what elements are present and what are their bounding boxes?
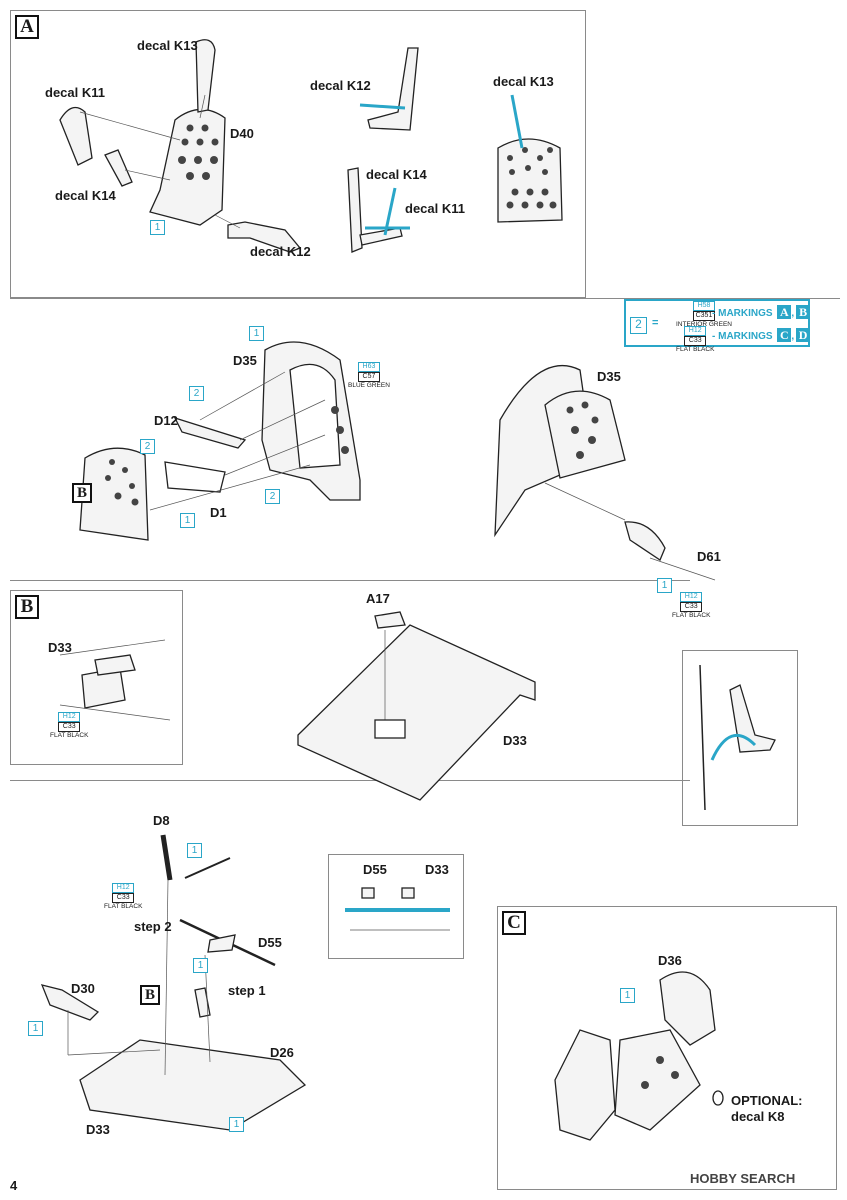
callout-2-d12: 2: [189, 386, 204, 401]
lever-detail-inset: [328, 854, 464, 959]
label-d12: D12: [154, 413, 178, 428]
section-a-marker: A: [15, 15, 39, 39]
label-decal-k14-mid: decal K14: [366, 167, 427, 182]
label-d30: D30: [71, 981, 95, 996]
bulkhead-d35-left: [79, 341, 361, 541]
callout-2-d1: 2: [265, 489, 280, 504]
callout-2-seat: 2: [140, 439, 155, 454]
divider-line: [10, 780, 690, 781]
divider-line: [10, 580, 690, 581]
lever-inset-drawing: [345, 887, 450, 931]
label-decal-k14-left: decal K14: [55, 188, 116, 203]
label-decal-k12-bottom: decal K12: [250, 244, 311, 259]
watermark-logo: HOBBY SEARCH: [690, 1171, 796, 1186]
label-d35-right: D35: [597, 369, 621, 384]
section-b-panel: [10, 590, 183, 765]
legend-row1-markings: - MARKINGS A,B: [712, 305, 811, 319]
seat-side-view-bottom: [347, 167, 410, 253]
label-inset-d55: D55: [363, 862, 387, 877]
label-d26: D26: [270, 1045, 294, 1060]
label-d33-b: D33: [48, 640, 72, 655]
section-c-marker: C: [502, 911, 526, 935]
label-decal-k11-mid: decal K11: [405, 201, 465, 216]
lower-assembly-drawing: [40, 834, 307, 1131]
label-decal-k11-left: decal K11: [45, 85, 105, 100]
label-optional: OPTIONAL:: [731, 1093, 803, 1108]
legend-row2-markings: - MARKINGS C,D: [712, 328, 811, 342]
label-d55: D55: [258, 935, 282, 950]
label-decal-k8: decal K8: [731, 1109, 785, 1124]
label-d8: D8: [153, 813, 170, 828]
bulkhead-d35-right: [494, 365, 716, 581]
marker-b-lower: B: [140, 985, 160, 1005]
seat-inset-drawing: [699, 664, 776, 811]
page-number: 4: [10, 1178, 18, 1193]
label-decal-k13-right: decal K13: [493, 74, 554, 89]
label-d35-left: D35: [233, 353, 257, 368]
label-part-d40: D40: [230, 126, 254, 141]
marker-b-middle: B: [72, 483, 92, 503]
label-a17: A17: [366, 591, 390, 606]
callout-1-lever: 1: [193, 958, 208, 973]
callout-1-d61: 1: [657, 578, 672, 593]
callout-1-d8: 1: [187, 843, 202, 858]
label-step-1: step 1: [228, 983, 266, 998]
seat-detail-inset: [682, 650, 798, 826]
label-d36: D36: [658, 953, 682, 968]
seat-back-view: [497, 94, 563, 223]
section-a-panel: [10, 10, 586, 298]
legend-equals: =: [652, 317, 659, 329]
label-d33-lower: D33: [86, 1122, 110, 1137]
section-c-panel: [497, 906, 837, 1190]
section-b-marker: B: [15, 595, 39, 619]
label-d1: D1: [210, 505, 227, 520]
callout-1-floor: 1: [229, 1117, 244, 1132]
callout-1-top: 1: [249, 326, 264, 341]
floor-d33-drawing: [297, 611, 536, 801]
seat-d40-drawing: [59, 39, 302, 253]
label-inset-d33: D33: [425, 862, 449, 877]
seat-side-view-top: [359, 47, 419, 131]
label-d61: D61: [697, 549, 721, 564]
label-d33-floor: D33: [503, 733, 527, 748]
label-decal-k13-left: decal K13: [137, 38, 198, 53]
label-decal-k12-mid: decal K12: [310, 78, 371, 93]
divider-line: [10, 298, 840, 299]
callout-1-d1: 1: [180, 513, 195, 528]
legend-key: 2: [630, 317, 647, 334]
callout-1-d30: 1: [28, 1021, 43, 1036]
callout-1-c: 1: [620, 988, 635, 1003]
section-c-drawing: [554, 971, 724, 1141]
label-step-2: step 2: [134, 919, 172, 934]
callout-1: 1: [150, 220, 165, 235]
section-b-drawing: [59, 639, 171, 721]
